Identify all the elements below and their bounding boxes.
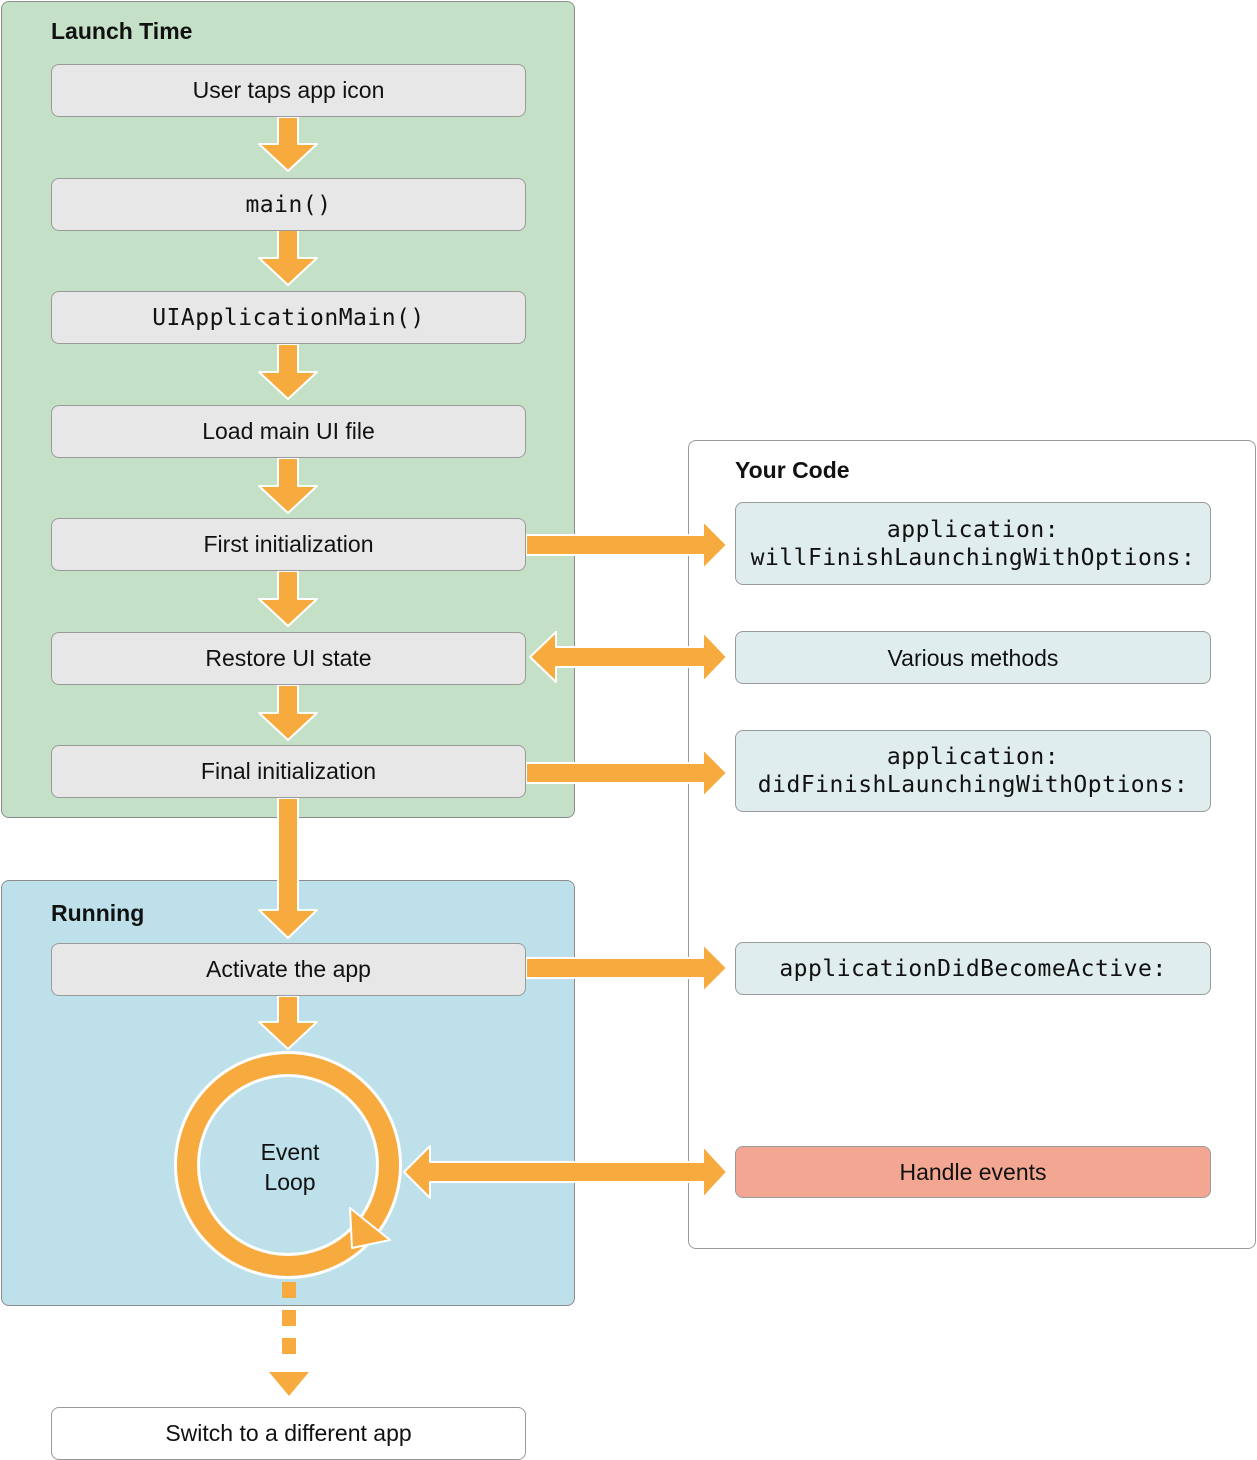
step-restore-ui-state: Restore UI state <box>51 632 526 685</box>
code-will-finish-line1: application: <box>886 516 1060 543</box>
step-first-initialization: First initialization <box>51 518 526 571</box>
step-uiapplicationmain: UIApplicationMain() <box>51 291 526 344</box>
running-title: Running <box>51 900 145 926</box>
code-did-finish-line1: application: <box>886 744 1060 770</box>
step-user-taps-icon: User taps app icon <box>51 64 526 117</box>
code-will-finish-launching: application: willFinishLaunchingWithOpti… <box>735 502 1211 585</box>
event-loop-label: Event Loop <box>230 1137 350 1197</box>
code-will-finish-line2: willFinishLaunchingWithOptions: <box>750 544 1196 571</box>
your-code-title: Your Code <box>735 457 850 483</box>
step-load-main-ui: Load main UI file <box>51 405 526 458</box>
step-switch-app: Switch to a different app <box>51 1407 526 1460</box>
step-main: main() <box>51 178 526 231</box>
launch-time-title: Launch Time <box>51 18 193 44</box>
code-handle-events: Handle events <box>735 1146 1211 1198</box>
event-loop-label-line1: Event <box>260 1139 320 1165</box>
code-did-finish-launching: application: didFinishLaunchingWithOptio… <box>735 730 1211 812</box>
step-final-initialization: Final initialization <box>51 745 526 798</box>
code-did-finish-line2: didFinishLaunchingWithOptions: <box>757 772 1189 798</box>
step-activate-app: Activate the app <box>51 943 526 996</box>
code-various-methods: Various methods <box>735 631 1211 684</box>
code-did-become-active: applicationDidBecomeActive: <box>735 942 1211 995</box>
event-loop-label-line2: Loop <box>264 1169 316 1195</box>
